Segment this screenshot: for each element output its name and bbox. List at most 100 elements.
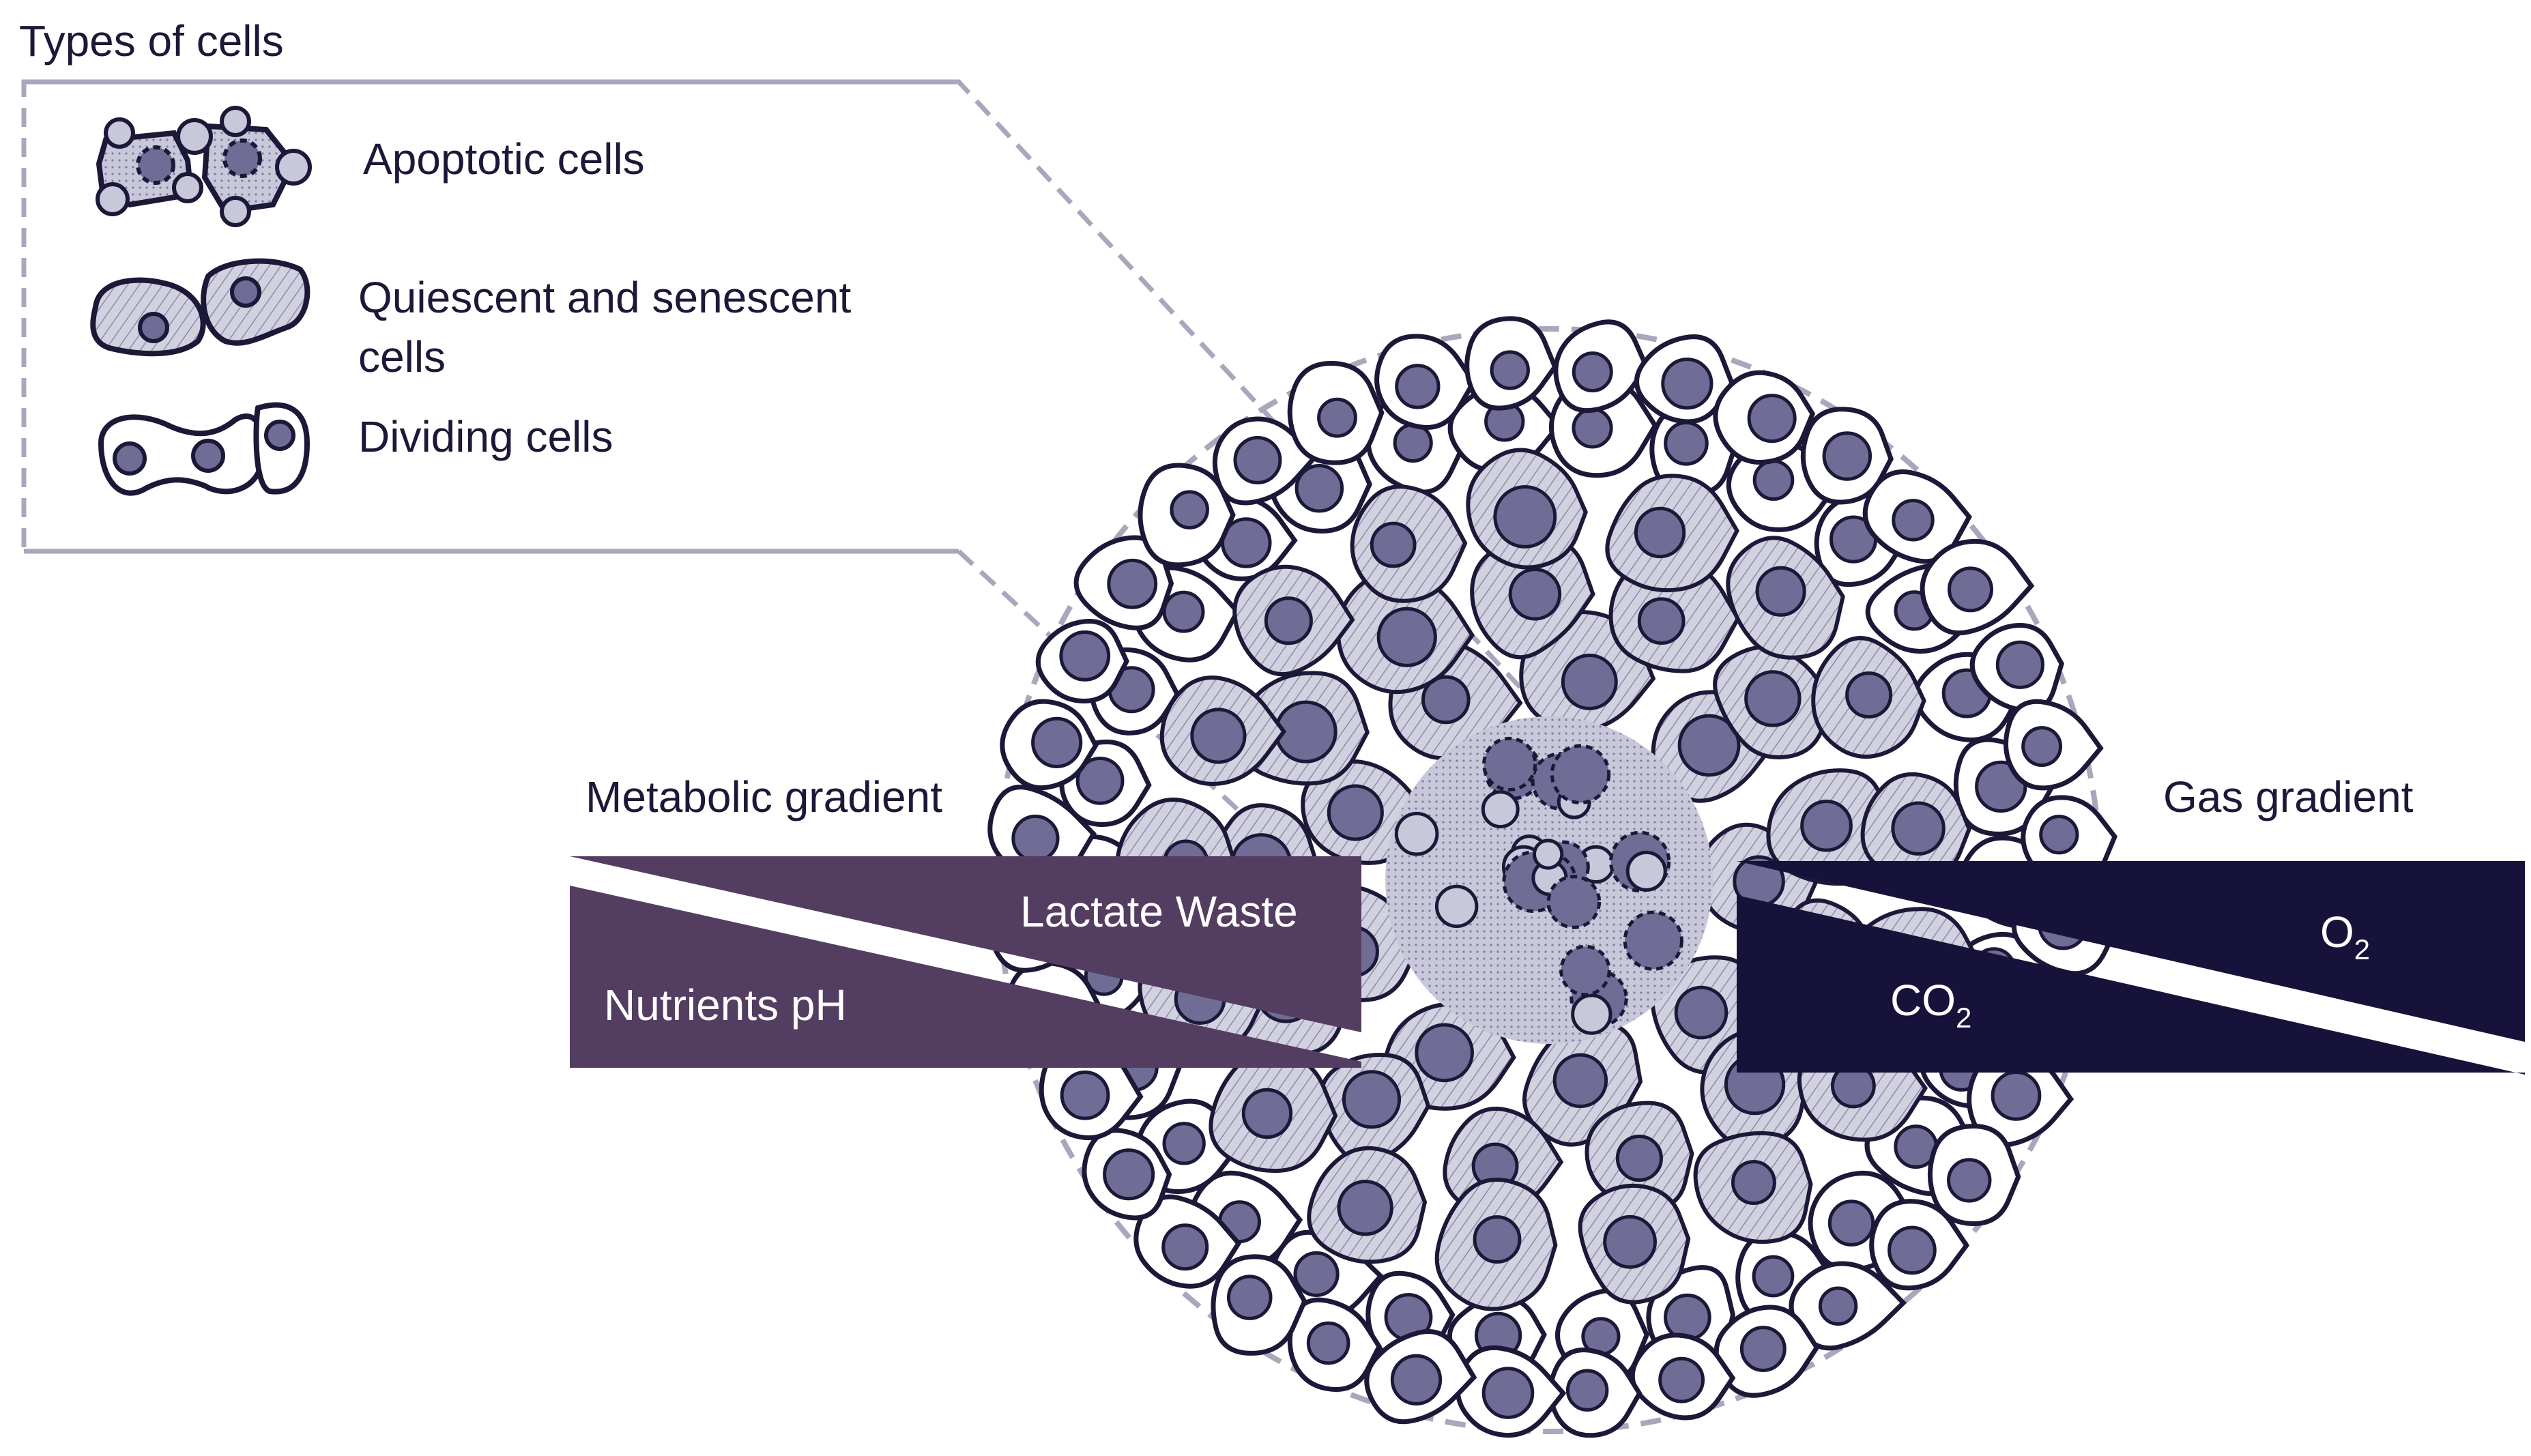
nutrients-ph-band <box>570 886 1361 1068</box>
cell-nucleus <box>1508 568 1562 621</box>
cell-nucleus <box>1947 566 1994 613</box>
cell-nucleus <box>1481 1367 1535 1419</box>
cell-nucleus <box>1415 1023 1474 1083</box>
cell-nucleus <box>1241 1088 1293 1139</box>
cell-nucleus <box>1395 364 1441 409</box>
apoptotic-body <box>1625 850 1667 892</box>
metabolic-gradient-title: Metabolic gradient <box>585 772 942 821</box>
cell-nucleus <box>1060 1070 1110 1120</box>
cell-nucleus <box>1991 1070 2042 1121</box>
cell-nucleus <box>1845 671 1893 719</box>
cell-nucleus <box>1490 350 1530 390</box>
apoptotic-nucleus <box>1482 736 1537 792</box>
cell-nucleus <box>1552 1053 1608 1109</box>
cell-nucleus <box>1661 358 1713 410</box>
apoptotic-nucleus <box>1559 944 1611 997</box>
apoptotic-core <box>1385 716 1713 1044</box>
legend-title: Types of cells <box>19 16 284 65</box>
quiescent-cells-icon <box>90 258 310 357</box>
cell-nucleus <box>2039 815 2079 855</box>
cell-nucleus <box>1493 484 1557 549</box>
cell-nucleus <box>1891 801 1946 856</box>
o2-band <box>1737 861 2525 1042</box>
cell-nucleus <box>1744 670 1802 727</box>
apoptotic-body <box>1481 790 1520 829</box>
apoptotic-cells-icon <box>96 106 312 227</box>
cell-nucleus <box>1306 1321 1350 1365</box>
cell-nucleus <box>1342 1070 1402 1129</box>
cell-nucleus <box>1337 1180 1393 1236</box>
cell-nucleus <box>1822 431 1872 481</box>
apoptotic-body <box>1434 884 1479 929</box>
cell-nucleus <box>1752 1255 1795 1298</box>
cell-nucleus <box>1755 566 1806 617</box>
cell-nucleus <box>1634 506 1686 559</box>
cell-nucleus <box>1421 675 1471 725</box>
cell-nucleus <box>1327 784 1384 841</box>
cell-nucleus <box>1637 597 1686 645</box>
cell-nucleus <box>1572 407 1613 449</box>
cell-nucleus <box>1739 1326 1787 1372</box>
legend-callout-box <box>21 79 959 554</box>
cell-nucleus <box>1233 435 1282 484</box>
cell-nucleus <box>1674 985 1729 1040</box>
co2-band <box>1737 895 2525 1075</box>
cell-nucleus <box>1075 757 1125 805</box>
cell-nucleus <box>1190 708 1247 764</box>
cell-nucleus <box>1162 590 1205 633</box>
cell-nucleus <box>1107 558 1158 609</box>
lactate-waste-band <box>570 856 1361 1032</box>
quiescent-cells-label-line2: cells <box>358 332 446 381</box>
apoptotic-nucleus <box>1623 910 1683 971</box>
cell-nucleus <box>1293 1251 1340 1297</box>
cell-nucleus <box>1995 640 2044 689</box>
cell-nucleus <box>2021 726 2063 767</box>
apoptotic-body <box>1532 839 1564 870</box>
cell-nucleus <box>1572 351 1613 393</box>
cell-nucleus <box>1031 716 1083 768</box>
cell-nucleus <box>1664 1293 1711 1341</box>
cell-nucleus <box>1827 1199 1875 1247</box>
lactate-waste-label: Lactate Waste <box>1020 887 1298 936</box>
cell-nucleus <box>1226 1275 1273 1320</box>
apoptotic-body <box>1394 811 1439 856</box>
quiescent-cells-label-line1: Quiescent and senescent <box>358 273 851 322</box>
cell-nucleus <box>1317 397 1357 438</box>
cell-nucleus <box>1818 1286 1858 1326</box>
cell-nucleus <box>1393 422 1433 463</box>
nutrients-ph-label: Nutrients pH <box>604 980 847 1030</box>
apoptotic-cells-label: Apoptotic cells <box>363 134 645 184</box>
cell-nucleus <box>1059 630 1111 682</box>
cell-nucleus <box>1603 1214 1657 1269</box>
cell-nucleus <box>1664 420 1709 466</box>
apoptotic-nucleus <box>1550 744 1611 805</box>
apoptotic-body <box>1571 993 1612 1035</box>
co2-label: CO2 <box>1890 976 1971 1034</box>
cell-nucleus <box>1295 463 1344 513</box>
cell-nucleus <box>1565 1369 1609 1412</box>
o2-label: O2 <box>2320 907 2370 965</box>
cell-nucleus <box>1561 654 1618 710</box>
cell-nucleus <box>1731 1160 1776 1206</box>
dividing-cells-label: Dividing cells <box>358 412 613 461</box>
cell-nucleus <box>1677 714 1741 777</box>
cell-nucleus <box>1892 499 1935 542</box>
cell-nucleus <box>1888 1225 1937 1275</box>
cell-nucleus <box>1376 607 1437 667</box>
cell-nucleus <box>1947 1158 1992 1203</box>
cell-nucleus <box>1615 1135 1663 1182</box>
cell-nucleus <box>1011 814 1060 863</box>
dividing-cells-icon <box>98 402 310 496</box>
apoptotic-nucleus <box>1546 875 1602 929</box>
cell-nucleus <box>1658 1356 1705 1403</box>
cell-nucleus <box>1170 490 1209 529</box>
cell-nucleus <box>1162 1122 1206 1165</box>
cell-nucleus <box>1370 521 1417 568</box>
cell-nucleus <box>1103 1148 1155 1201</box>
cell-nucleus <box>1264 596 1313 645</box>
gas-gradient-title: Gas gradient <box>2163 772 2414 821</box>
cell-nucleus <box>1800 799 1853 852</box>
cell-nucleus <box>1161 1223 1209 1271</box>
cell-nucleus <box>1473 1215 1522 1264</box>
